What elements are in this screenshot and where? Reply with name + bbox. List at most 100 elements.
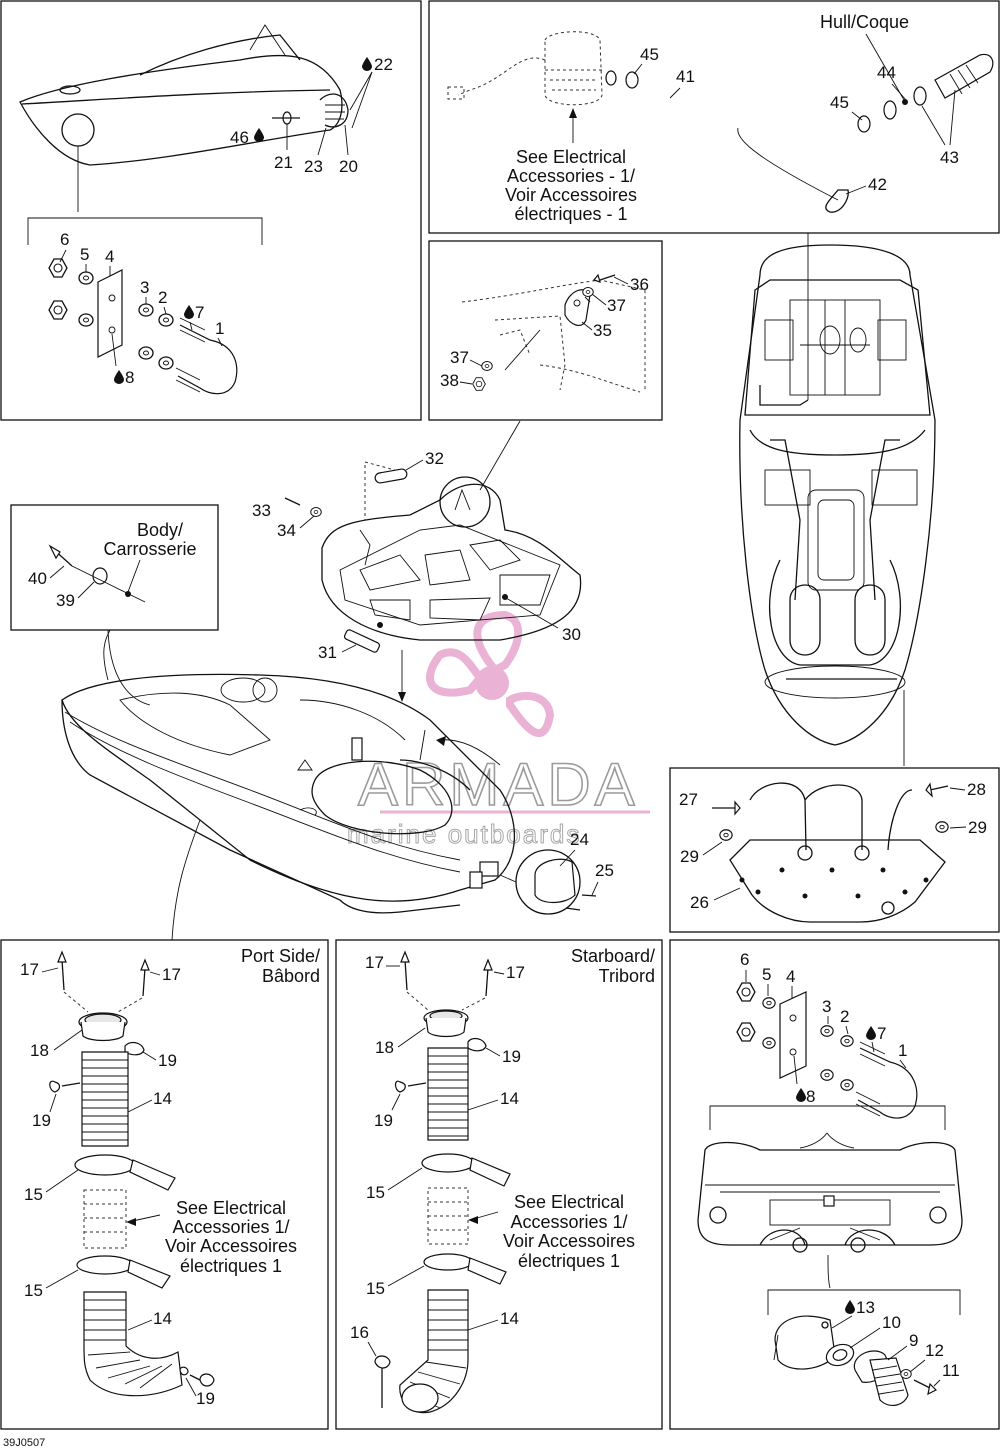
port-electrical-note-4: électriques 1 — [180, 1256, 282, 1276]
starboard-caption-1: Starboard/ — [571, 946, 655, 966]
callout-18-port: 18 — [30, 1041, 49, 1060]
callout-25: 25 — [595, 861, 614, 880]
drawing-code: 39J0507 — [3, 1437, 45, 1449]
callout-4-br: 4 — [786, 967, 795, 986]
panel-top-right — [428, 0, 1000, 234]
callout-21: 21 — [274, 153, 293, 172]
callout-14-port-b: 14 — [153, 1309, 172, 1328]
callout-11-br: 11 — [942, 1361, 960, 1380]
callout-37-b: 37 — [450, 348, 469, 367]
callout-46: 46 — [230, 128, 249, 147]
callout-15-stbd-a: 15 — [366, 1183, 385, 1202]
bracket-24 — [515, 849, 597, 915]
electrical-note-4: électriques - 1 — [514, 204, 627, 224]
callout-45-a: 45 — [640, 45, 659, 64]
callout-8: 8 — [125, 368, 134, 387]
stbd-electrical-note-4: électriques 1 — [518, 1251, 620, 1271]
port-electrical-note-1: See Electrical — [176, 1198, 286, 1218]
callout-6: 6 — [60, 230, 69, 249]
callout-19-stbd-a: 19 — [502, 1047, 521, 1066]
callout-5-br: 5 — [762, 965, 771, 984]
callout-15-stbd-b: 15 — [366, 1279, 385, 1298]
callout-7-br: 7 — [877, 1024, 886, 1043]
callout-6-br: 6 — [740, 950, 749, 969]
seat-latch-detail — [461, 273, 646, 393]
port-vent-assembly — [49, 950, 215, 1397]
panel-body — [10, 504, 219, 631]
port-caption-1: Port Side/ — [241, 946, 320, 966]
callout-7: 7 — [195, 303, 204, 322]
callout-43: 43 — [940, 148, 959, 167]
callout-8-br: 8 — [806, 1087, 815, 1106]
body-caption-1: Body/ — [137, 520, 183, 540]
port-caption-2: Bâbord — [262, 966, 320, 986]
starboard-caption-2: Tribord — [599, 966, 655, 986]
callout-38: 38 — [440, 371, 459, 390]
u-bolt-assembly-bottom — [736, 982, 918, 1119]
callout-19-port-b: 19 — [32, 1111, 51, 1130]
electrical-note-2: Accessories - 1/ — [507, 166, 635, 186]
panel-starboard — [335, 939, 663, 1430]
callout-19-stbd-b: 19 — [374, 1111, 393, 1130]
stbd-electrical-note-3: Voir Accessoires — [503, 1231, 635, 1251]
starboard-vent-assembly — [374, 950, 511, 1414]
callout-31: 31 — [318, 643, 337, 662]
propeller-logo-icon — [426, 610, 555, 738]
callout-17-port-b: 17 — [162, 965, 181, 984]
callout-42: 42 — [868, 175, 887, 194]
callout-34: 34 — [277, 521, 296, 540]
callout-29-left: 29 — [680, 847, 699, 866]
callout-15-port-a: 15 — [24, 1185, 43, 1204]
port-electrical-note-2: Accessories 1/ — [172, 1217, 289, 1237]
callout-19-port-c: 19 — [196, 1389, 215, 1408]
callout-2: 2 — [158, 288, 167, 307]
side-view-boat — [19, 24, 349, 245]
main-boat-perspective — [61, 629, 516, 941]
callout-10-br: 10 — [882, 1313, 901, 1332]
port-electrical-note-3: Voir Accessoires — [165, 1236, 297, 1256]
watermark-brand: ARMADA — [358, 751, 639, 818]
body-fastener — [48, 544, 146, 603]
callout-45-b: 45 — [830, 93, 849, 112]
callout-14-stbd-b: 14 — [500, 1309, 519, 1328]
callout-17-stbd-b: 17 — [506, 963, 525, 982]
u-bolt-assembly-top — [48, 258, 238, 395]
callout-36: 36 — [630, 275, 649, 294]
callout-19-port-a: 19 — [158, 1051, 177, 1070]
callout-13-br: 13 — [856, 1298, 875, 1317]
callout-14-stbd-a: 14 — [500, 1089, 519, 1108]
callout-20: 20 — [339, 157, 358, 176]
callout-1-br: 1 — [898, 1041, 907, 1060]
callout-44: 44 — [877, 63, 896, 82]
bilge-pump-assembly — [447, 31, 994, 213]
callout-40: 40 — [28, 569, 47, 588]
callout-17-stbd-a: 17 — [365, 953, 384, 972]
callout-33: 33 — [252, 501, 271, 520]
panel-middle-small — [428, 240, 663, 421]
callout-14-port-a: 14 — [153, 1089, 172, 1108]
electrical-note-1: See Electrical — [516, 147, 626, 167]
watermark-tagline: marine outboards — [347, 819, 581, 849]
callout-9-br: 9 — [909, 1331, 918, 1350]
callout-16-stbd: 16 — [350, 1323, 369, 1342]
callout-3-br: 3 — [822, 997, 831, 1016]
callout-22: 22 — [374, 55, 393, 74]
stbd-electrical-note-1: See Electrical — [514, 1192, 624, 1212]
callout-27: 27 — [679, 790, 698, 809]
callout-18-stbd: 18 — [375, 1038, 394, 1057]
callout-35: 35 — [593, 321, 612, 340]
callout-28: 28 — [967, 780, 986, 799]
callout-4: 4 — [105, 247, 114, 266]
callout-39: 39 — [56, 591, 75, 610]
callout-23: 23 — [304, 157, 323, 176]
callout-29-right: 29 — [968, 818, 987, 837]
callout-32: 32 — [425, 449, 444, 468]
callout-1: 1 — [215, 319, 224, 338]
callout-30: 30 — [562, 625, 581, 644]
panel-right-cover — [669, 767, 1000, 933]
callout-15-port-b: 15 — [24, 1281, 43, 1300]
watermark: ARMADA marine outboards — [347, 610, 650, 850]
drain-plug-assembly — [773, 1315, 938, 1407]
seat-base-part — [321, 461, 582, 702]
